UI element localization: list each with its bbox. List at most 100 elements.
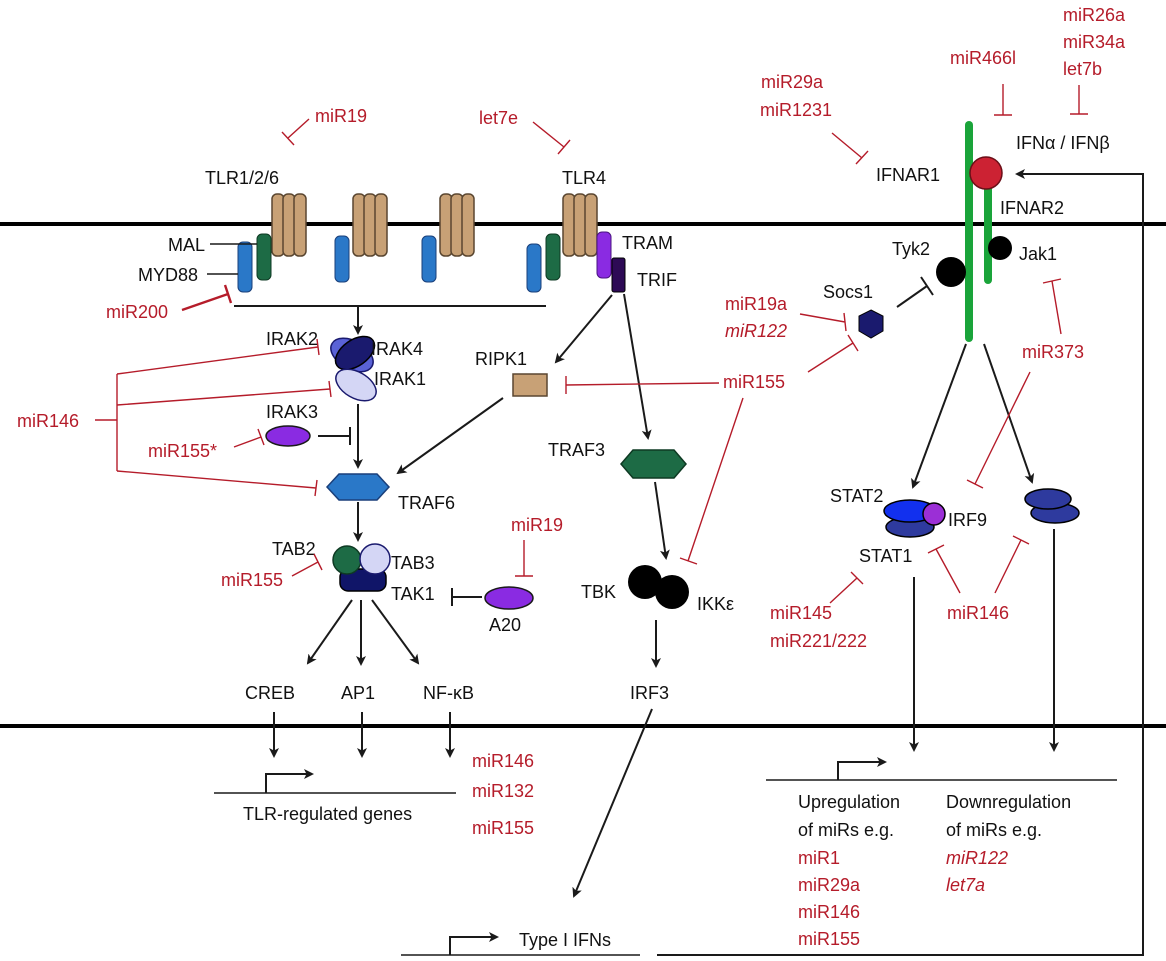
tab3-protein <box>359 543 391 575</box>
tlr-receptor-3 <box>439 193 475 257</box>
arrow-tak1-to-creb <box>306 599 353 665</box>
mir155-tab-label: miR155 <box>221 570 283 590</box>
tlr-genes-label: TLR-regulated genes <box>243 804 412 824</box>
mir155star-inhibition <box>233 428 265 448</box>
arrow-receptor-to-stat <box>911 343 967 489</box>
irf9-label: IRF9 <box>948 510 987 530</box>
tab2-label: TAB2 <box>272 539 316 559</box>
downregulation-sub-label: of miRs e.g. <box>946 820 1042 840</box>
mir146-to-dimer <box>994 535 1030 594</box>
mir145-label: miR145 <box>770 603 832 623</box>
mir155-center-label: miR155 <box>723 372 785 392</box>
let7e-inhibition <box>532 121 571 155</box>
adaptor-blue-3 <box>421 235 437 283</box>
creb-label: CREB <box>245 683 295 703</box>
irak3-label: IRAK3 <box>266 402 318 422</box>
mir146-irak-label: miR146 <box>17 411 79 431</box>
ifnar1-label: IFNAR1 <box>876 165 940 185</box>
nfkb-label: NF-κB <box>423 683 474 703</box>
mir19a-label: miR19a <box>725 294 788 314</box>
mir19a-inhibition <box>799 312 847 332</box>
mir146-to-stat <box>927 544 961 594</box>
mir146-bracket <box>95 374 118 471</box>
trif-adaptor <box>611 257 626 293</box>
tab2-protein <box>332 545 362 575</box>
mir19-tlr-inhibition <box>281 118 310 146</box>
mir200-label: miR200 <box>106 302 168 322</box>
mir19-a20-label: miR19 <box>511 515 563 535</box>
mir155-tab-inhibition <box>291 553 323 577</box>
traf6-protein <box>325 473 391 501</box>
stat2-label: STAT2 <box>830 486 883 506</box>
irak3-protein <box>265 425 311 447</box>
mir122-socs-label: miR122 <box>725 321 787 341</box>
mir26a-label: miR26a <box>1063 5 1126 25</box>
irak2-label: IRAK2 <box>266 329 318 349</box>
adaptor-blue-2 <box>334 235 350 283</box>
mir155-to-ikke <box>679 397 744 565</box>
mir221-222-label: miR221/222 <box>770 631 867 651</box>
tak1-label: TAK1 <box>391 584 435 604</box>
tab3-label: TAB3 <box>391 553 435 573</box>
mir1231-label: miR1231 <box>760 100 832 120</box>
arrow-receptor-to-dimer <box>983 343 1035 484</box>
ifn-label: IFNα / IFNβ <box>1016 133 1110 153</box>
arrow-irf3-to-ifns <box>572 708 653 898</box>
mir155star-label: miR155* <box>148 441 217 461</box>
socs1-block <box>896 276 934 308</box>
tlr-receptor-2 <box>352 193 388 257</box>
mir466l-inhibition <box>994 84 1012 116</box>
irak4-protein <box>334 335 376 371</box>
tyk2-protein <box>936 257 966 287</box>
traf6-label: TRAF6 <box>398 493 455 513</box>
mir200-inhibition <box>181 284 233 312</box>
upregulation-label: Upregulation <box>798 792 900 812</box>
mir19-tlr-label: miR19 <box>315 106 367 126</box>
ap1-label: AP1 <box>341 683 375 703</box>
mal-adaptor <box>256 233 272 281</box>
irak1-label: IRAK1 <box>374 369 426 389</box>
arrow-trif-to-traf3 <box>623 293 652 440</box>
tlr-gene-promoter-arrow <box>265 769 314 793</box>
irf3-label: IRF3 <box>630 683 669 703</box>
adaptor-blue-4 <box>526 243 542 293</box>
irf9-protein <box>922 502 946 526</box>
a20-protein <box>484 586 534 610</box>
upregulation-sub-label: of miRs e.g. <box>798 820 894 840</box>
let7e-label: let7e <box>479 108 518 128</box>
tlr1-2-6-receptor <box>271 193 307 257</box>
ifn-ligand <box>969 156 1003 190</box>
mal-label: MAL <box>168 235 205 255</box>
let7b-label: let7b <box>1063 59 1102 79</box>
tlr4-label: TLR4 <box>562 168 606 188</box>
ikke-protein <box>655 575 689 609</box>
down-mir-2: let7a <box>946 875 985 895</box>
mir146-to-irak2 <box>116 338 320 375</box>
adaptor-green-4 <box>545 233 561 281</box>
ripk1-protein <box>512 373 548 397</box>
a20-label: A20 <box>489 615 521 635</box>
up-mir-1: miR1 <box>798 848 840 868</box>
ifn-feedback-arrow <box>657 169 1144 956</box>
jak1-protein <box>988 236 1012 260</box>
mir29a-label: miR29a <box>761 72 824 92</box>
up-mir-2: miR29a <box>798 875 861 895</box>
ikke-label: IKKε <box>697 594 734 614</box>
ripk1-label: RIPK1 <box>475 349 527 369</box>
tbk-protein <box>628 565 662 599</box>
mir373-label: miR373 <box>1022 342 1084 362</box>
downregulation-label: Downregulation <box>946 792 1071 812</box>
irak4-label: IRAK4 <box>371 339 423 359</box>
out-mir146-label: miR146 <box>472 751 534 771</box>
a20-block <box>451 588 482 606</box>
mir373-to-jak1 <box>1042 278 1062 335</box>
irak3-block <box>318 427 351 445</box>
mir146-stat-label: miR146 <box>947 603 1009 623</box>
mir26a-inhibition <box>1070 85 1088 115</box>
mir155-to-ripk1 <box>565 376 720 394</box>
arrow-tak1-to-nfkb <box>371 599 420 665</box>
tlr4-receptor <box>562 193 598 257</box>
mir19-a20-inhibition <box>515 540 533 577</box>
out-mir132-label: miR132 <box>472 781 534 801</box>
